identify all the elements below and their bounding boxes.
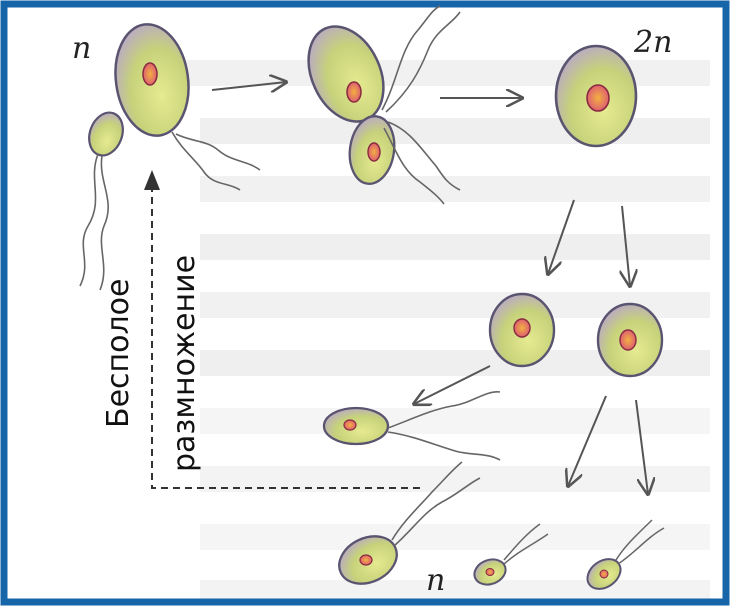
zygote-cell — [556, 46, 636, 146]
label-diploid: 2n — [633, 25, 672, 60]
label-haploid-top: n — [72, 31, 91, 66]
haploid-cell-large — [109, 20, 260, 190]
haploid-cell-small — [80, 108, 129, 290]
label-asexual-line2: размножение — [167, 255, 202, 472]
daughter-cell-left — [490, 294, 554, 366]
label-asexual-line1: Бесполое — [101, 279, 136, 429]
label-haploid-bottom: n — [426, 563, 445, 598]
fusing-gametes — [294, 6, 460, 204]
asexual-arrowhead — [144, 170, 160, 190]
daughter-cell-right — [598, 304, 662, 376]
